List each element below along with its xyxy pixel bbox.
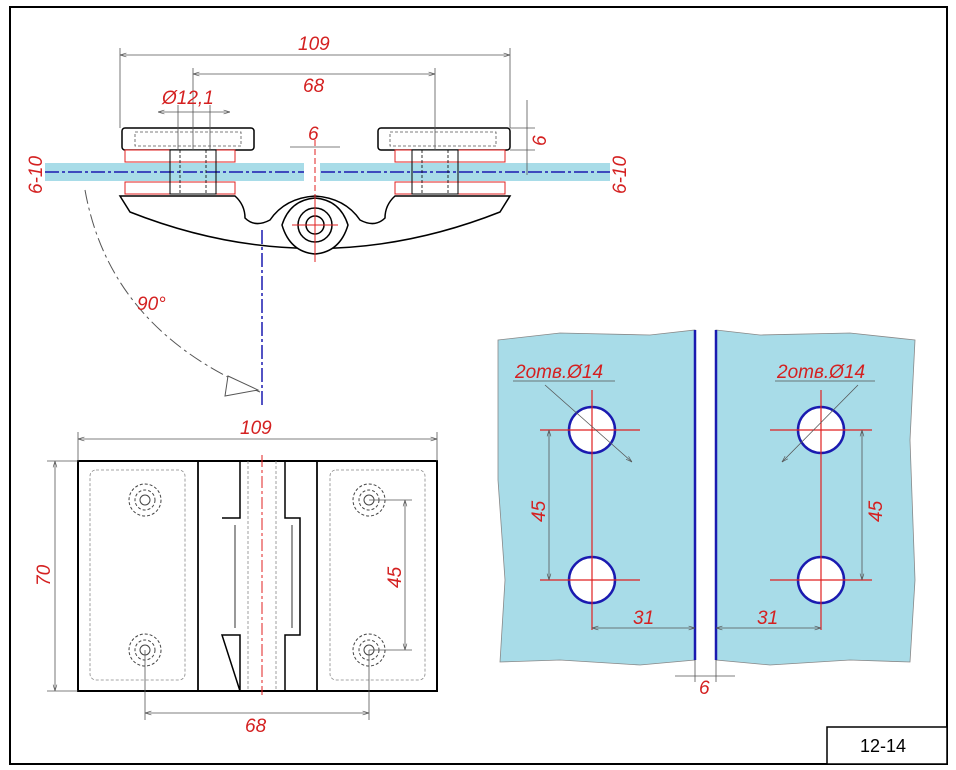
front-right-inner (329, 469, 426, 681)
glass-dim-31-right-label: 31 (757, 608, 778, 629)
drawing-frame (9, 6, 948, 765)
front-dim-68-label: 68 (245, 716, 267, 737)
front-left-inner (89, 469, 186, 681)
dim-gap-label: 6 (308, 124, 319, 145)
glass-dim-45-left-label: 45 (529, 500, 550, 522)
glass-thickness-right-label: 6-10 (610, 156, 631, 194)
title-block (826, 726, 948, 765)
glass-dim-gap-label: 6 (699, 678, 710, 699)
front-knuckle (197, 461, 318, 692)
glass-left-panel (497, 329, 696, 666)
front-view: 109 70 45 68 (34, 418, 438, 737)
left-diameter-leader (544, 384, 632, 462)
right-top-plate-inner (389, 131, 497, 147)
rotation-angle-label: 90° (137, 294, 166, 315)
right-top-plate (377, 127, 511, 151)
rotation-arrowhead (224, 375, 260, 397)
glass-gap (304, 160, 320, 184)
left-top-plate (121, 127, 255, 151)
glass-thickness-left-label: 6-10 (26, 156, 47, 194)
right-diameter-leader (782, 384, 859, 462)
dim-109-label: 109 (298, 34, 330, 55)
glass-crosshairs (540, 390, 872, 630)
glass-right-panel (715, 329, 916, 666)
front-dim-45-label: 45 (385, 566, 406, 588)
left-top-plate-inner (134, 131, 242, 147)
left-diameter-label: 2отв.Ø14 (514, 362, 603, 383)
right-diameter-label: 2отв.Ø14 (776, 362, 865, 383)
front-knuckle-inner (234, 525, 293, 628)
dim-thickness-label: 6 (530, 135, 551, 146)
front-dim-70-label: 70 (34, 564, 55, 586)
front-dim-109-label: 109 (240, 418, 272, 439)
dim-68-label: 68 (303, 76, 325, 97)
front-outline (77, 460, 438, 692)
title-block-code: 12-14 (860, 736, 906, 756)
dim-diam-label: Ø12,1 (161, 88, 214, 109)
glass-dim-45-right-label: 45 (866, 500, 887, 522)
glass-dim-31-left-label: 31 (633, 608, 654, 629)
top-view: 90° 109 68 Ø12,1 6 6 6-10 6-10 (26, 34, 631, 405)
rotation-arc (84, 189, 261, 393)
glass-cutout-view: 2отв.Ø14 2отв.Ø14 45 45 31 31 6 (497, 329, 916, 699)
front-hole-tl (128, 483, 162, 517)
